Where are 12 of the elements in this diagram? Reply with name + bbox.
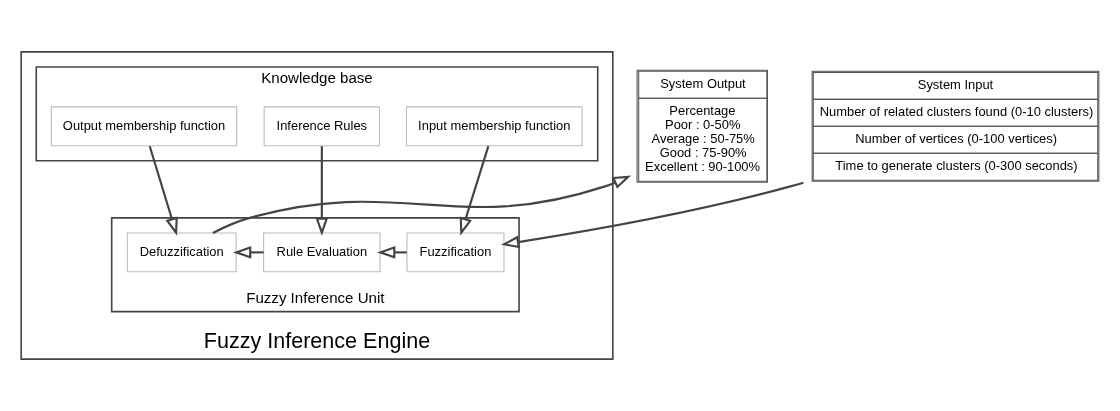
- arrow: [459, 145, 490, 236]
- node-box: Input membership function: [405, 106, 583, 147]
- node-box: Rule Evaluation: [263, 232, 381, 273]
- node-box: Defuzzification: [126, 232, 237, 273]
- node-box: Inference Rules: [263, 106, 381, 147]
- node-box: Fuzzification: [406, 232, 505, 273]
- arrow: [212, 175, 632, 234]
- arrow: [148, 145, 178, 236]
- arrow: [500, 181, 804, 249]
- arrow: [315, 146, 329, 236]
- arrow: [232, 245, 264, 259]
- node-box: Output membership function: [50, 106, 238, 147]
